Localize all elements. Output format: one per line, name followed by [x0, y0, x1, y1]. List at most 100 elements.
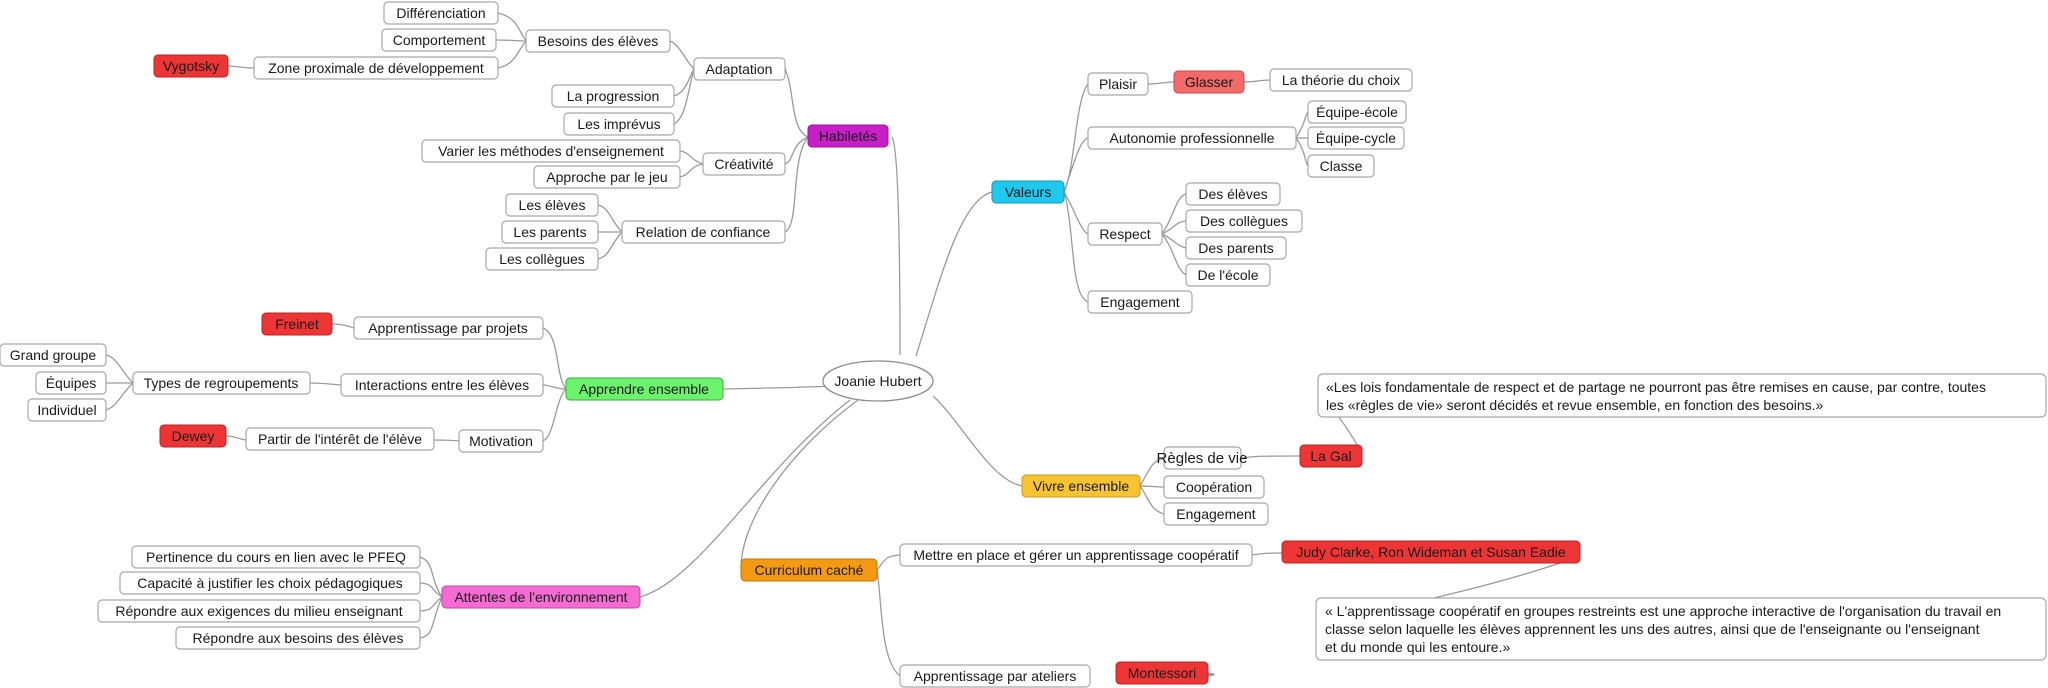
person-clarke-wideman-eadie[interactable]: Judy Clarke, Ron Wideman et Susan Eadie [1281, 540, 1581, 564]
topic-vivre-ensemble[interactable]: Vivre ensemble [1021, 474, 1141, 498]
node-besoins-eleves-attentes[interactable]: Répondre aux besoins des élèves [175, 626, 421, 650]
svg-text:Créativité: Créativité [714, 156, 773, 172]
node-justifier-choix[interactable]: Capacité à justifier les choix pédagogiq… [119, 571, 421, 595]
node-equipes[interactable]: Équipes [35, 371, 107, 395]
node-engagement-vivre[interactable]: Engagement [1163, 502, 1269, 526]
svg-text:Varier les méthodes d'enseigne: Varier les méthodes d'enseignement [438, 143, 664, 159]
svg-text:Partir de l'intérêt de l'élève: Partir de l'intérêt de l'élève [258, 431, 422, 447]
svg-text:Besoins des élèves: Besoins des élèves [538, 33, 659, 49]
node-relation-confiance[interactable]: Relation de confiance [621, 220, 786, 244]
svg-text:et du monde qui les entoure.»: et du monde qui les entoure.» [1325, 639, 1510, 655]
node-apprentissage-ateliers[interactable]: Apprentissage par ateliers [899, 664, 1091, 688]
node-adaptation[interactable]: Adaptation [693, 57, 786, 81]
svg-text:Approche par le jeu: Approche par le jeu [546, 169, 667, 185]
node-theorie-choix[interactable]: La théorie du choix [1269, 68, 1413, 92]
svg-text:«Les lois fondamentale de resp: «Les lois fondamentale de respect et de … [1326, 379, 1986, 395]
node-equipe-ecole[interactable]: Équipe-école [1307, 100, 1407, 124]
topic-curriculum-cache[interactable]: Curriculum caché [740, 558, 878, 582]
node-apprentissage-projets[interactable]: Apprentissage par projets [353, 316, 544, 340]
central-node[interactable]: Joanie Hubert [822, 360, 934, 402]
svg-text:Autonomie professionnelle: Autonomie professionnelle [1110, 130, 1275, 146]
node-des-parents[interactable]: Des parents [1185, 236, 1287, 260]
node-differenciation[interactable]: Différenciation [383, 1, 499, 25]
node-respect[interactable]: Respect [1087, 222, 1163, 246]
node-motivation[interactable]: Motivation [458, 429, 544, 453]
person-glasser[interactable]: Glasser [1173, 70, 1245, 94]
svg-text:Curriculum caché: Curriculum caché [755, 562, 864, 578]
svg-text:Apprendre ensemble: Apprendre ensemble [579, 381, 709, 397]
svg-text:les «règles de vie» seront déc: les «règles de vie» seront décidés et re… [1326, 397, 1824, 413]
svg-text:Des élèves: Des élèves [1198, 186, 1267, 202]
person-vygotsky[interactable]: Vygotsky [153, 54, 229, 78]
svg-text:Apprentissage par projets: Apprentissage par projets [368, 320, 528, 336]
svg-text:Les imprévus: Les imprévus [577, 116, 660, 132]
node-les-eleves[interactable]: Les élèves [505, 193, 599, 217]
node-regles-vie[interactable]: Règles de vie [1157, 446, 1248, 470]
topic-valeurs[interactable]: Valeurs [991, 180, 1065, 204]
node-les-collegues[interactable]: Les collègues [485, 247, 599, 271]
svg-text:De l'école: De l'école [1197, 267, 1258, 283]
node-pertinence-pfeq[interactable]: Pertinence du cours en lien avec le PFEQ [131, 545, 421, 569]
topic-apprendre-ensemble[interactable]: Apprendre ensemble [565, 377, 724, 401]
topic-attentes[interactable]: Attentes de l'environnement [441, 585, 641, 609]
node-de-ecole[interactable]: De l'école [1185, 263, 1271, 287]
svg-text:classe selon laquelle les élèv: classe selon laquelle les élèves apprenn… [1325, 621, 1980, 637]
node-plaisir[interactable]: Plaisir [1087, 72, 1149, 96]
node-individuel[interactable]: Individuel [27, 398, 107, 422]
person-freinet[interactable]: Freinet [261, 312, 333, 336]
node-interet-eleve[interactable]: Partir de l'intérêt de l'élève [245, 427, 435, 451]
svg-text:Zone proximale de développemen: Zone proximale de développement [268, 60, 484, 76]
svg-text:« L'apprentissage coopératif e: « L'apprentissage coopératif en groupes … [1325, 603, 2001, 619]
svg-text:Des parents: Des parents [1198, 240, 1273, 256]
node-zone-proximale[interactable]: Zone proximale de développement [253, 56, 499, 80]
svg-text:Interactions entre les élèves: Interactions entre les élèves [355, 377, 529, 393]
node-imprevus[interactable]: Les imprévus [563, 112, 675, 136]
node-des-collegues[interactable]: Des collègues [1185, 209, 1303, 233]
svg-text:Plaisir: Plaisir [1099, 76, 1137, 92]
svg-text:Attentes de l'environnement: Attentes de l'environnement [454, 589, 627, 605]
node-types-regroupements[interactable]: Types de regroupements [132, 371, 311, 395]
svg-text:Équipes: Équipes [46, 375, 97, 391]
node-approche-jeu[interactable]: Approche par le jeu [533, 165, 681, 189]
person-la-gal[interactable]: La Gal [1299, 444, 1363, 468]
svg-text:Adaptation: Adaptation [706, 61, 773, 77]
person-montessori[interactable]: Montessori [1115, 661, 1209, 685]
node-apprentissage-cooperatif[interactable]: Mettre en place et gérer un apprentissag… [899, 543, 1253, 567]
node-cooperation[interactable]: Coopération [1163, 475, 1265, 499]
node-les-parents[interactable]: Les parents [501, 220, 599, 244]
svg-text:Pertinence du cours en lien av: Pertinence du cours en lien avec le PFEQ [146, 549, 406, 565]
node-creativite[interactable]: Créativité [702, 152, 786, 176]
node-des-eleves[interactable]: Des élèves [1185, 182, 1281, 206]
habiletes-box [807, 124, 889, 148]
svg-text:Judy Clarke, Ron Wideman et Su: Judy Clarke, Ron Wideman et Susan Eadie [1296, 544, 1565, 560]
node-varier-methodes[interactable]: Varier les méthodes d'enseignement [421, 139, 681, 163]
svg-text:Individuel: Individuel [37, 402, 96, 418]
node-comportement[interactable]: Comportement [381, 28, 497, 52]
svg-text:Engagement: Engagement [1176, 506, 1256, 522]
note-regles-vie: «Les lois fondamentale de respect et de … [1317, 373, 2047, 418]
person-dewey[interactable]: Dewey [159, 424, 227, 448]
node-equipe-cycle[interactable]: Équipe-cycle [1307, 126, 1405, 150]
node-classe[interactable]: Classe [1307, 154, 1375, 178]
node-engagement-valeurs[interactable]: Engagement [1087, 290, 1193, 314]
connector-lines [105, 12, 1561, 677]
svg-text:Les collègues: Les collègues [499, 251, 585, 267]
node-interactions[interactable]: Interactions entre les élèves [340, 373, 544, 397]
node-autonomie[interactable]: Autonomie professionnelle [1087, 126, 1297, 150]
svg-text:Les parents: Les parents [513, 224, 586, 240]
svg-text:Règles de vie: Règles de vie [1157, 450, 1248, 467]
svg-text:Motivation: Motivation [469, 433, 533, 449]
svg-text:Coopération: Coopération [1176, 479, 1252, 495]
node-grand-groupe[interactable]: Grand groupe [0, 343, 107, 367]
node-progression[interactable]: La progression [551, 84, 675, 108]
topic-habiletes[interactable]: Habiletés [807, 124, 889, 148]
svg-text:Répondre aux besoins des élève: Répondre aux besoins des élèves [193, 630, 404, 646]
svg-text:Capacité à justifier les choix: Capacité à justifier les choix pédagogiq… [137, 575, 402, 591]
svg-text:Équipe-école: Équipe-école [1316, 104, 1398, 120]
svg-text:Vivre ensemble: Vivre ensemble [1033, 478, 1129, 494]
node-exigences-milieu[interactable]: Répondre aux exigences du milieu enseign… [97, 599, 421, 623]
svg-text:Dewey: Dewey [172, 428, 215, 444]
node-besoins-eleves[interactable]: Besoins des élèves [525, 29, 671, 53]
central-label: Joanie Hubert [834, 373, 921, 389]
